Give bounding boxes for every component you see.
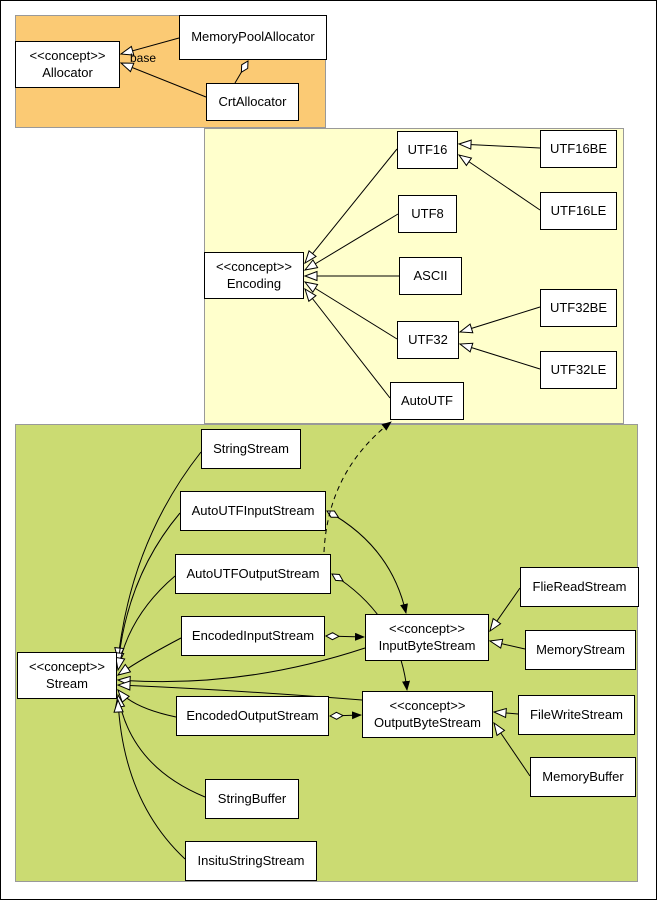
utf16-label: UTF16 [407, 141, 448, 157]
stream-node: <<concept>>Stream [17, 652, 117, 699]
edge-memory-stream-to-input-byte-stream [488, 638, 526, 650]
encoding-label: <<concept>> [216, 259, 292, 275]
string-stream-node: StringStream [201, 429, 301, 469]
output-byte-stream-label: <<concept>> [389, 698, 466, 714]
ascii-node: ASCII [399, 257, 462, 295]
utf32le-label: UTF32LE [550, 361, 607, 377]
edge-autoutf-input-stream-to-input-byte-stream [327, 511, 406, 613]
memory-buffer-node: MemoryBuffer [530, 757, 636, 797]
edge-autoutf-input-stream-to-stream [114, 512, 181, 667]
autoutf-label: AutoUTF [400, 392, 453, 408]
autoutf-output-stream-node: AutoUTFOutputStream [175, 554, 331, 594]
ascii-label: ASCII [413, 267, 448, 283]
encoding-node: <<concept>>Encoding [204, 252, 304, 299]
autoutf-output-stream-label: AutoUTFOutputStream [186, 565, 320, 581]
utf32-node: UTF32 [397, 321, 459, 359]
edge-utf8-to-encoding [303, 213, 399, 271]
input-byte-stream-node: <<concept>>InputByteStream [365, 614, 489, 661]
edge-utf32le-to-utf32 [458, 342, 541, 370]
memory-buffer-label: MemoryBuffer [542, 768, 624, 784]
flie-read-stream-label: FlieReadStream [532, 578, 627, 594]
utf8-node: UTF8 [398, 195, 457, 233]
edge-encoded-output-stream-to-stream [117, 688, 177, 718]
allocator-label: <<concept>> [29, 48, 106, 64]
output-byte-stream-label: OutputByteStream [374, 714, 481, 730]
encoded-input-stream-label: EncodedInputStream [191, 627, 315, 643]
memory-stream-label: MemoryStream [536, 641, 625, 657]
input-byte-stream-label: <<concept>> [389, 621, 465, 637]
edge-autoutf-output-stream-to-stream [115, 575, 176, 672]
utf32be-label: UTF32BE [549, 299, 608, 315]
utf16be-node: UTF16BE [540, 130, 617, 168]
utf32le-node: UTF32LE [540, 351, 617, 389]
insitu-string-stream-label: InsituStringStream [197, 852, 305, 868]
flie-read-stream-node: FlieReadStream [520, 567, 639, 607]
autoutf-input-stream-label: AutoUTFInputStream [191, 502, 315, 518]
input-byte-stream-label: InputByteStream [378, 637, 476, 653]
file-write-stream-label: FileWriteStream [530, 706, 623, 722]
edge-insitu-string-stream-to-stream [113, 698, 186, 860]
edge-utf32be-to-utf32 [458, 306, 541, 334]
edge-memory-buffer-to-output-byte-stream [493, 721, 531, 777]
edge-crt-allocator-to-allocator [119, 62, 207, 98]
output-byte-stream-node: <<concept>>OutputByteStream [362, 691, 493, 738]
string-buffer-label: StringBuffer [217, 790, 287, 806]
edge-string-stream-to-stream [114, 451, 202, 662]
edge-output-byte-stream-to-stream [116, 680, 363, 701]
edge-utf16le-to-utf16 [457, 154, 541, 211]
edge-file-write-stream-to-output-byte-stream [492, 707, 519, 719]
edge-utf32-to-encoding [303, 281, 398, 340]
file-write-stream-node: FileWriteStream [518, 695, 635, 735]
edge-encoded-input-stream-to-input-byte-stream [326, 636, 364, 637]
allocator-node: <<concept>>Allocator [15, 41, 120, 88]
crt-allocator-node: CrtAllocator [206, 83, 299, 121]
allocator-label: Allocator [42, 64, 93, 80]
encoded-output-stream-node: EncodedOutputStream [176, 696, 329, 736]
utf16be-label: UTF16BE [549, 140, 608, 156]
autoutf-node: AutoUTF [390, 382, 464, 420]
edge-autoutf-to-encoding [304, 287, 391, 399]
string-buffer-node: StringBuffer [205, 779, 299, 819]
memory-pool-allocator-node: MemoryPoolAllocator [179, 15, 327, 60]
encoded-input-stream-node: EncodedInputStream [181, 616, 325, 656]
utf16le-node: UTF16LE [540, 192, 617, 230]
edge-utf16be-to-utf16 [457, 139, 541, 150]
memory-pool-allocator-label: MemoryPoolAllocator [191, 29, 315, 45]
utf32be-node: UTF32BE [540, 289, 617, 327]
encoded-output-stream-label: EncodedOutputStream [186, 707, 319, 723]
utf16le-label: UTF16LE [550, 202, 607, 218]
edge-encoded-output-stream-to-output-byte-stream [330, 715, 361, 716]
edge-memory-pool-allocator-to-crt-allocator [234, 61, 248, 84]
edge-utf16-to-encoding [304, 148, 398, 265]
insitu-string-stream-node: InsituStringStream [185, 841, 317, 881]
edge-flie-read-stream-to-input-byte-stream [489, 587, 521, 633]
edge-label-base: base [130, 51, 157, 65]
edge-memory-pool-allocator-to-allocator [119, 37, 180, 56]
autoutf-input-stream-node: AutoUTFInputStream [180, 491, 326, 531]
utf32-label: UTF32 [408, 331, 448, 347]
edge-autoutf-output-stream-to-autoutf [323, 421, 392, 553]
stream-label: Stream [46, 675, 88, 691]
edge-encoded-input-stream-to-stream [116, 637, 182, 676]
stream-label: <<concept>> [29, 659, 105, 675]
encoding-label: Encoding [226, 275, 282, 291]
memory-stream-node: MemoryStream [525, 630, 636, 670]
utf16-node: UTF16 [397, 131, 458, 169]
crt-allocator-label: CrtAllocator [218, 93, 287, 109]
string-stream-label: StringStream [213, 440, 289, 456]
utf8-label: UTF8 [411, 205, 444, 221]
